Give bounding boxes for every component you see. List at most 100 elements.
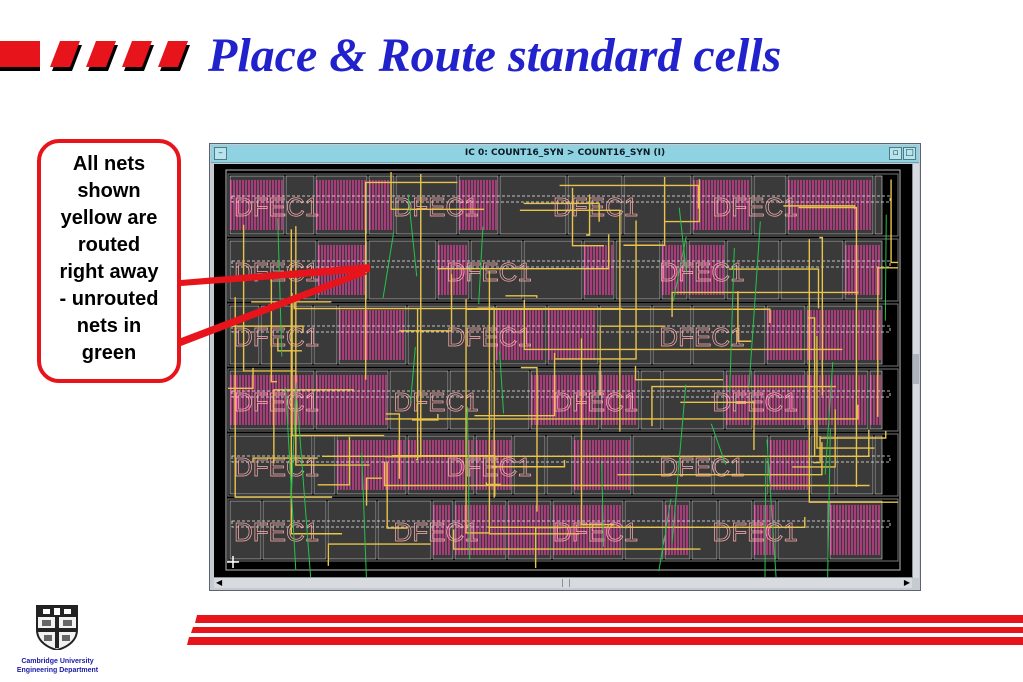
routed-net	[273, 389, 354, 464]
unrouted-net	[827, 429, 831, 578]
unrouted-net	[824, 362, 834, 475]
vertical-scroll-thumb[interactable]	[913, 354, 919, 384]
routed-net	[651, 385, 836, 427]
layout-editor-window: – IC 0: COUNT16_SYN > COUNT16_SYN (I) ▫ …	[209, 143, 921, 591]
unrouted-net	[361, 453, 367, 578]
routed-net	[737, 291, 752, 342]
standard-cell	[285, 175, 315, 235]
routed-net	[452, 529, 701, 550]
cell-label: DFEC1	[394, 192, 479, 222]
scroll-right-arrow-icon[interactable]: ▶	[903, 578, 910, 587]
routed-net	[792, 409, 836, 468]
cell-label: DFEC1	[394, 517, 479, 547]
cell-row-outline	[227, 498, 899, 562]
standard-cell	[780, 240, 844, 300]
vertical-scrollbar[interactable]	[912, 164, 919, 578]
routed-net	[327, 543, 431, 566]
routed-net	[890, 179, 898, 264]
standard-cell	[836, 435, 874, 495]
standard-cell	[315, 370, 389, 430]
standard-cell	[632, 435, 713, 495]
crosshair-cursor-icon	[227, 556, 239, 568]
routed-net	[571, 187, 605, 247]
standard-cell	[493, 370, 530, 430]
routed-net	[228, 367, 254, 390]
routed-net	[559, 184, 700, 209]
routed-net	[783, 205, 856, 209]
university-name-line1: Cambridge University	[21, 658, 94, 665]
routed-net	[386, 462, 408, 529]
routed-net	[385, 404, 859, 420]
unrouted-net	[658, 499, 672, 572]
unrouted-net	[296, 399, 312, 578]
routed-net	[474, 352, 556, 417]
unrouted-net	[884, 214, 887, 321]
cell-row-outline	[227, 368, 899, 432]
university-name: Cambridge University Engineering Departm…	[0, 657, 115, 675]
unrouted-net	[710, 423, 727, 465]
routed-net	[664, 179, 701, 223]
standard-cell	[753, 175, 787, 235]
cell-label: DFEC1	[659, 322, 744, 352]
cell-row-outline	[227, 433, 899, 497]
standard-cell	[229, 175, 285, 235]
maximize-icon[interactable]: □	[903, 147, 916, 160]
standard-cell	[395, 175, 458, 235]
callout-box: All nets shown yellow are routed right a…	[37, 139, 181, 383]
pin-strip	[231, 455, 891, 463]
routed-net	[390, 172, 485, 210]
routed-net	[680, 401, 755, 451]
routed-net	[505, 295, 538, 298]
routed-net	[623, 177, 666, 246]
routed-net	[728, 268, 820, 309]
routed-net	[819, 430, 887, 439]
standard-cell	[327, 500, 377, 560]
standard-cell	[718, 500, 753, 560]
cell-label: DFEC1	[713, 192, 798, 222]
pin-strip	[231, 195, 891, 203]
dash-icon[interactable]: –	[214, 147, 227, 160]
window-title: IC 0: COUNT16_SYN > COUNT16_SYN (I)	[464, 148, 666, 158]
standard-cell	[726, 240, 780, 300]
scroll-left-arrow-icon[interactable]: ◀	[216, 578, 223, 587]
routed-net	[485, 482, 501, 486]
routed-net	[383, 461, 870, 487]
cell-label: DFEC1	[553, 387, 638, 417]
pin-strip	[231, 390, 891, 398]
standard-cell	[615, 240, 661, 300]
horizontal-scroll-thumb[interactable]	[562, 579, 570, 587]
window-titlebar[interactable]: – IC 0: COUNT16_SYN > COUNT16_SYN (I) ▫ …	[211, 145, 919, 163]
horizontal-scrollbar[interactable]: ◀ ▶	[214, 577, 912, 588]
routed-net	[365, 477, 382, 506]
standard-cell	[810, 435, 836, 495]
cell-label: DFEC1	[553, 517, 638, 547]
routed-net	[519, 209, 621, 432]
minimize-icon[interactable]: ▫	[889, 147, 902, 160]
routed-net	[554, 220, 637, 360]
unrouted-net	[285, 387, 297, 571]
unrouted-net	[748, 221, 761, 389]
routed-net	[322, 429, 870, 458]
standard-cell	[869, 370, 883, 430]
routed-net	[465, 299, 490, 534]
standard-cell	[688, 240, 726, 300]
routed-net	[491, 460, 566, 468]
unrouted-net	[410, 346, 416, 403]
routed-net	[437, 234, 610, 270]
routed-net	[586, 194, 591, 236]
routed-net	[391, 455, 496, 497]
routed-net	[234, 297, 333, 498]
callout-text: All nets shown yellow are routed right a…	[59, 153, 159, 364]
standard-cell	[368, 240, 437, 300]
routed-net	[671, 291, 859, 317]
university-name-line2: Engineering Department	[16, 667, 99, 674]
routed-net	[488, 271, 580, 535]
die-boundary	[225, 169, 901, 571]
routed-net	[798, 206, 858, 488]
unrouted-net	[601, 462, 605, 547]
cell-label: DFEC1	[553, 192, 638, 222]
routed-net	[634, 365, 724, 381]
title-stripes-decoration	[0, 41, 190, 71]
unrouted-net	[382, 232, 395, 299]
